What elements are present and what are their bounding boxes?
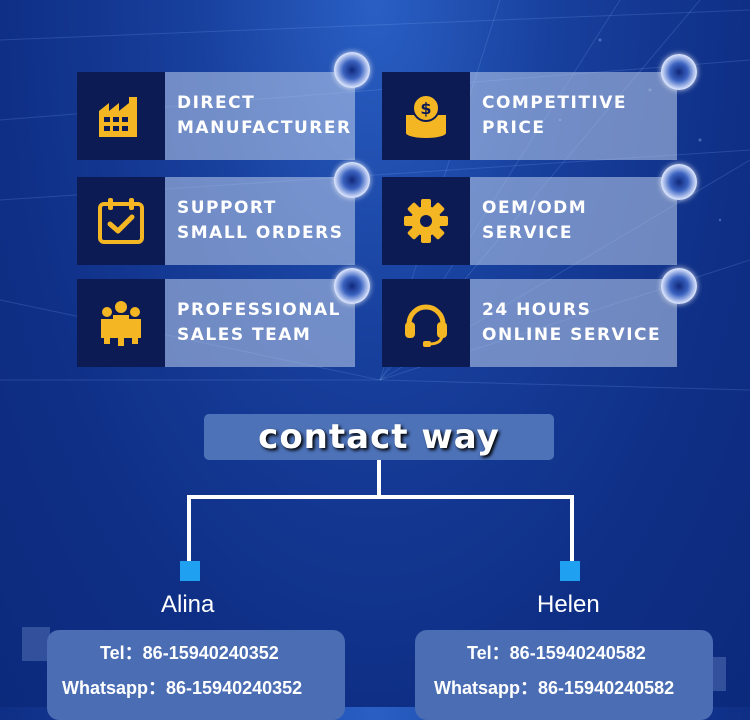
coins-icon: $: [382, 72, 470, 160]
whatsapp-number[interactable]: 86-15940240352: [166, 678, 303, 698]
feature-line-2: SALES TEAM: [177, 325, 312, 345]
feature-line-1: COMPETITIVE: [482, 93, 628, 113]
headset-icon: [382, 279, 470, 367]
whatsapp-label: Whatsapp：: [434, 678, 539, 698]
tel-number[interactable]: 86-15940240582: [509, 643, 646, 663]
feature-line-1: 24 HOURS: [482, 300, 592, 320]
whatsapp-row: Whatsapp：86-15940240352: [62, 674, 302, 700]
whatsapp-number[interactable]: 86-15940240582: [538, 678, 675, 698]
tel-number[interactable]: 86-15940240352: [142, 643, 279, 663]
bubble-icon: [334, 268, 370, 304]
feature-line-1: OEM/ODM: [482, 198, 588, 218]
tree-left-branch: [187, 495, 191, 563]
contact-name-alina: Alina: [161, 591, 215, 618]
feature-card-professional-sales-team: PROFESSIONAL SALES TEAM: [77, 279, 355, 367]
bubble-icon: [661, 54, 697, 90]
tree-node-right: [560, 561, 580, 581]
tree-right-branch: [570, 495, 574, 563]
contact-card-helen: Tel：86-15940240582 Whatsapp：86-159402405…: [415, 630, 713, 720]
tel-label: Tel：: [100, 643, 143, 663]
feature-card-24-hours-online-service: 24 HOURS ONLINE SERVICE: [382, 279, 677, 367]
whatsapp-row: Whatsapp：86-15940240582: [434, 674, 674, 700]
factory-icon: [77, 72, 165, 160]
tel-row: Tel：86-15940240352: [100, 639, 279, 665]
feature-line-1: SUPPORT: [177, 198, 277, 218]
feature-card-oem-odm-service: OEM/ODM SERVICE: [382, 177, 677, 265]
gear-icon: [382, 177, 470, 265]
feature-line-2: PRICE: [482, 118, 546, 138]
feature-card-direct-manufacturer: DIRECT MANUFACTURER: [77, 72, 355, 160]
contact-way-title: contact way: [258, 417, 500, 457]
feature-line-1: DIRECT: [177, 93, 256, 113]
bubble-icon: [661, 268, 697, 304]
feature-line-1: PROFESSIONAL: [177, 300, 341, 320]
tree-crossbar: [187, 495, 574, 499]
bubble-icon: [334, 162, 370, 198]
feature-line-2: SMALL ORDERS: [177, 223, 344, 243]
tel-row: Tel：86-15940240582: [467, 639, 646, 665]
svg-text:$: $: [420, 99, 431, 118]
feature-card-competitive-price: $ COMPETITIVE PRICE: [382, 72, 677, 160]
tel-label: Tel：: [467, 643, 510, 663]
whatsapp-label: Whatsapp：: [62, 678, 167, 698]
feature-line-2: SERVICE: [482, 223, 574, 243]
contact-name-helen: Helen: [537, 591, 600, 618]
decor-square: [22, 627, 50, 661]
tree-stem: [377, 460, 381, 497]
bubble-icon: [661, 164, 697, 200]
feature-card-support-small-orders: SUPPORT SMALL ORDERS: [77, 177, 355, 265]
feature-line-2: MANUFACTURER: [177, 118, 352, 138]
team-icon: [77, 279, 165, 367]
contact-card-alina: Tel：86-15940240352 Whatsapp：86-159402403…: [47, 630, 345, 720]
contact-way-heading: contact way: [204, 414, 554, 460]
bubble-icon: [334, 52, 370, 88]
feature-line-2: ONLINE SERVICE: [482, 325, 662, 345]
calendar-check-icon: [77, 177, 165, 265]
tree-node-left: [180, 561, 200, 581]
